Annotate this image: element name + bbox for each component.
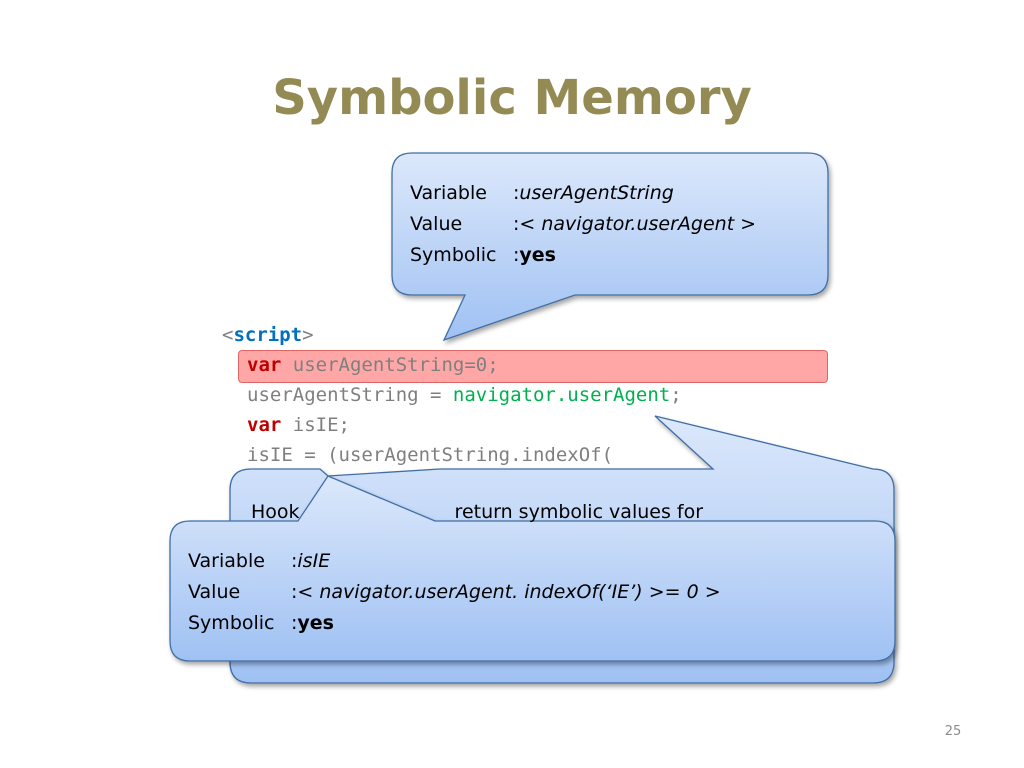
symbolic-row: Symbolic: yes	[188, 608, 721, 639]
symbolic-value: yes	[519, 244, 556, 266]
separator: :	[291, 550, 298, 572]
variable-row: Variable: userAgentString	[410, 178, 756, 209]
slide-number: 25	[944, 724, 962, 739]
symbolic-label: Symbolic	[188, 612, 275, 634]
separator: :	[291, 581, 298, 603]
hook-text-right: return symbolic values for	[454, 501, 704, 523]
code-text: 0);	[701, 444, 736, 466]
code-text: isIE = (userAgentString.indexOf(	[247, 444, 614, 466]
variable-row: Variable: isIE	[188, 546, 721, 577]
value-row: Value: < navigator.userAgent >	[410, 209, 756, 240]
variable-value: userAgentString	[519, 182, 674, 204]
value-value: < navigator.userAgent >	[519, 213, 757, 235]
tag-name: script	[233, 324, 303, 346]
value-label: Value	[188, 581, 241, 603]
code-text: isIE;	[281, 414, 350, 436]
code-line-3: var isIE;	[247, 410, 350, 440]
symbolic-value: yes	[297, 612, 334, 634]
value-value: < navigator.userAgent. indexOf(‘IE’) >= …	[297, 581, 721, 603]
callout-top-text: Variable: userAgentString Value: < navig…	[410, 178, 756, 271]
keyword-var: var	[247, 414, 282, 436]
callout-hook-text: Hook return symbolic values for	[251, 497, 703, 527]
tag-close-bracket: >	[302, 324, 314, 346]
code-text: ;	[670, 384, 682, 406]
separator: :	[513, 182, 520, 204]
callout-front-text: Variable: isIE Value: < navigator.userAg…	[188, 546, 721, 639]
code-object: navigator.userAgent	[452, 384, 671, 406]
code-text: userAgentString=0;	[281, 354, 499, 376]
code-line-1: var userAgentString=0;	[247, 350, 499, 380]
code-line-2: userAgentString = navigator.userAgent;	[247, 380, 682, 410]
separator: :	[291, 612, 298, 634]
code-line-script-tag: <script>	[222, 320, 314, 350]
code-line-4: isIE = (userAgentString.indexOf( 0);	[247, 440, 735, 470]
value-label: Value	[410, 213, 463, 235]
value-row: Value: < navigator.userAgent. indexOf(‘I…	[188, 577, 721, 608]
tag-open-bracket: <	[222, 324, 234, 346]
variable-label: Variable	[410, 182, 487, 204]
code-block: <script> var userAgentString=0; userAgen…	[222, 320, 735, 500]
slide-title: Symbolic Memory	[272, 70, 752, 126]
variable-label: Variable	[188, 550, 265, 572]
separator: :	[513, 244, 520, 266]
separator: :	[513, 213, 520, 235]
symbolic-label: Symbolic	[410, 244, 497, 266]
symbolic-row: Symbolic: yes	[410, 240, 756, 271]
code-line-highlight	[238, 350, 828, 383]
hook-text-left: Hook	[251, 501, 300, 523]
variable-value: isIE	[297, 550, 331, 572]
keyword-var: var	[247, 354, 282, 376]
code-text: userAgentString =	[247, 384, 453, 406]
